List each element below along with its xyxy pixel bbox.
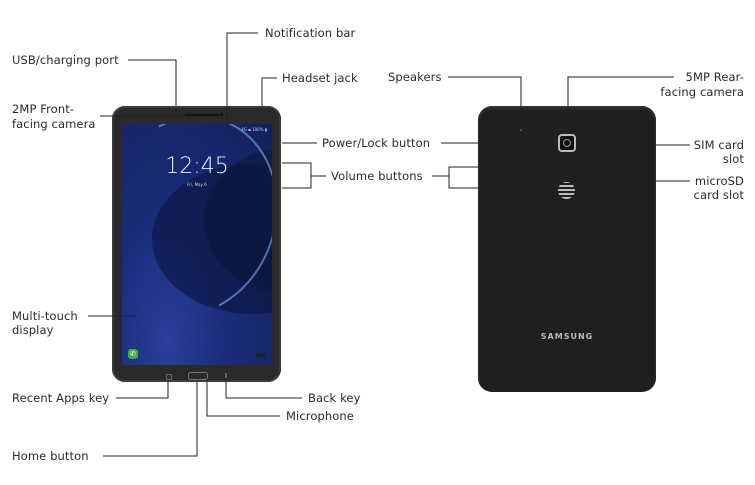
label-headset-jack: Headset jack xyxy=(282,71,358,85)
leader-speakers xyxy=(448,76,522,130)
label-speakers: Speakers xyxy=(388,70,442,84)
back-key xyxy=(225,373,227,378)
att-logo-icon xyxy=(558,182,575,199)
label-microsd-2: card slot xyxy=(693,188,744,202)
apps-icon xyxy=(256,353,266,357)
label-microsd-1: microSD xyxy=(694,174,744,188)
label-notification-bar: Notification bar xyxy=(265,26,356,40)
tablet-back: SAMSUNG xyxy=(478,106,656,392)
home-button xyxy=(188,372,208,380)
label-rear-camera-1: 5MP Rear- xyxy=(685,70,744,84)
leader-notification xyxy=(226,32,258,128)
leader-back-key xyxy=(225,380,302,399)
samsung-logo: SAMSUNG xyxy=(540,332,594,341)
leader-headset xyxy=(261,77,277,106)
label-sim-2: slot xyxy=(722,152,744,166)
label-front-camera-1: 2MP Front- xyxy=(12,102,75,116)
label-rear-camera-2: facing camera xyxy=(660,85,744,99)
label-volume: Volume buttons xyxy=(331,169,423,183)
label-microphone: Microphone xyxy=(286,409,354,423)
lock-clock: 12:45 xyxy=(165,154,229,179)
leader-volume-front xyxy=(282,162,312,189)
rear-camera xyxy=(558,134,576,152)
phone-icon: ✆ xyxy=(128,349,138,359)
leader-recent xyxy=(116,380,169,399)
leader-volume-back xyxy=(448,166,478,189)
leader-usb xyxy=(128,59,177,106)
label-multitouch-2: display xyxy=(12,323,54,337)
label-power-lock: Power/Lock button xyxy=(322,136,431,150)
label-multitouch-1: Multi-touch xyxy=(12,309,78,323)
label-home-button: Home button xyxy=(12,449,89,463)
label-back-key: Back key xyxy=(308,391,361,405)
label-recent-apps: Recent Apps key xyxy=(12,391,110,405)
recent-apps-key xyxy=(166,374,172,380)
notification-bar: 4G ▪ 100% ▮ xyxy=(241,127,267,132)
multi-touch-display: 4G ▪ 100% ▮ 12:45 Fri, May 6 ✆ xyxy=(122,124,272,365)
label-front-camera-2: facing camera xyxy=(12,117,96,131)
leader-rear-camera xyxy=(567,76,674,133)
label-usb-port: USB/charging port xyxy=(12,53,119,67)
leader-microphone xyxy=(206,380,280,417)
leader-home xyxy=(103,382,198,457)
label-sim-1: SIM card xyxy=(693,138,744,152)
lock-date: Fri, May 6 xyxy=(187,182,207,187)
front-camera xyxy=(220,113,223,116)
tablet-front: 4G ▪ 100% ▮ 12:45 Fri, May 6 ✆ xyxy=(112,106,281,382)
earpiece xyxy=(185,114,219,116)
